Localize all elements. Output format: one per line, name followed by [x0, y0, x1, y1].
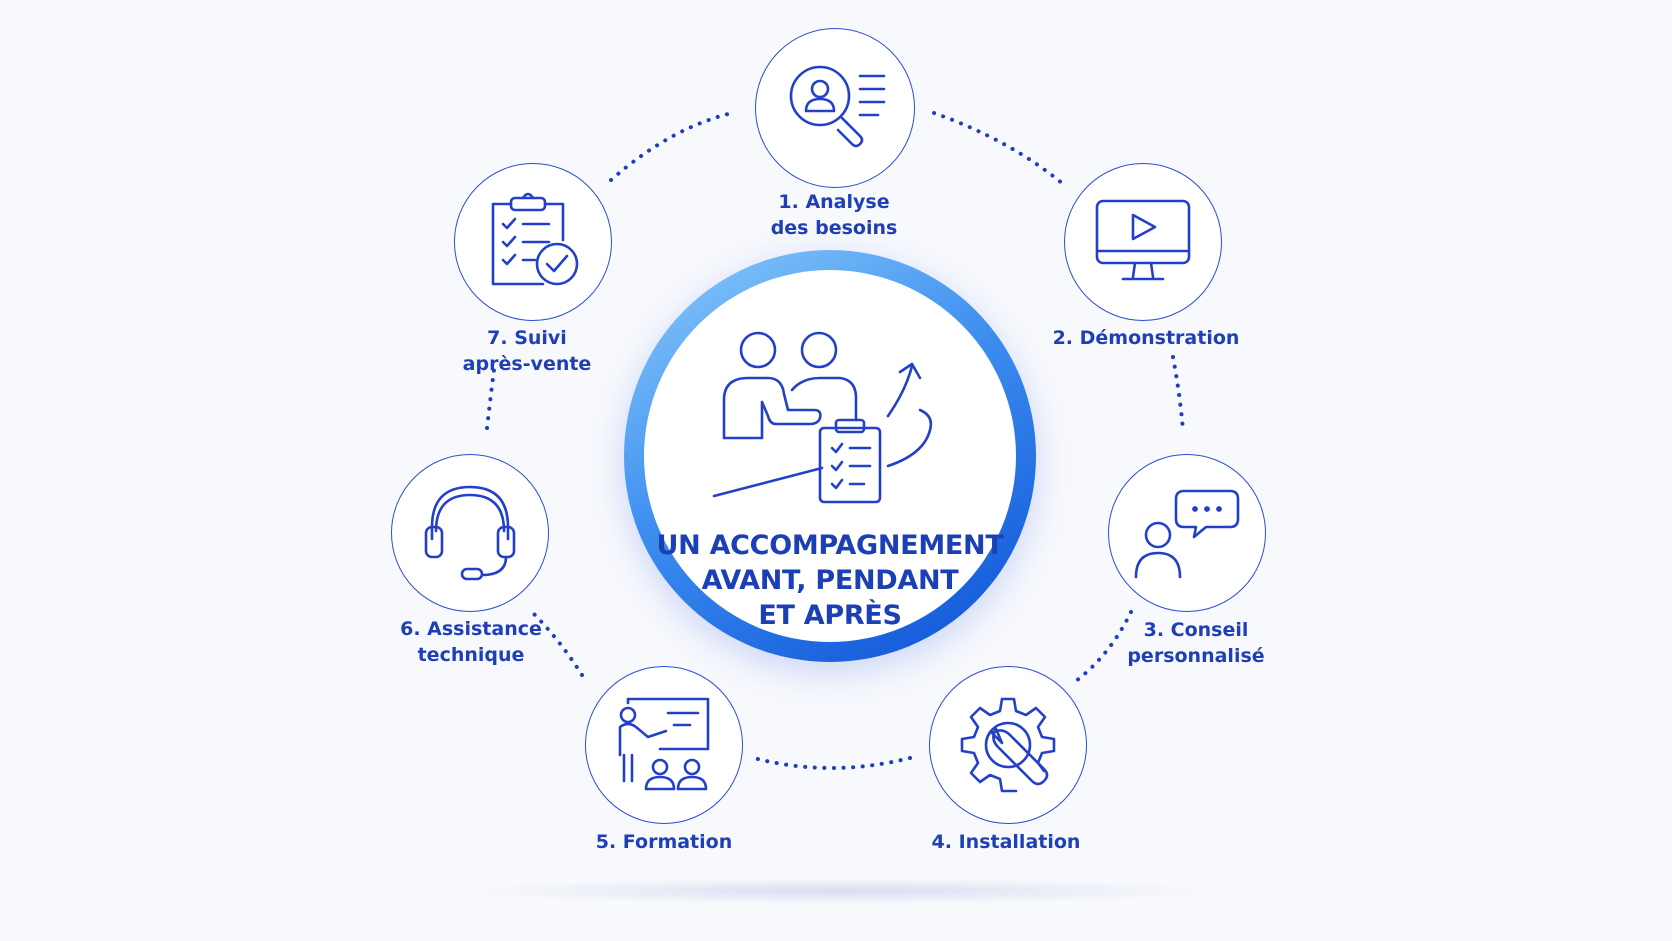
people-handshake-clipboard-icon — [712, 331, 933, 504]
presentation-board-icon — [618, 697, 710, 791]
step-circle-3 — [1108, 454, 1266, 612]
connector-3-4 — [1074, 610, 1133, 683]
connector-1-2 — [932, 111, 1065, 186]
step-label-4: 4. Installation — [931, 831, 1081, 853]
connector-4-5 — [752, 756, 912, 770]
headset-icon — [424, 485, 516, 581]
connector-7-1 — [609, 111, 734, 182]
step-circle-2 — [1064, 163, 1222, 321]
step-circle-7 — [454, 163, 612, 321]
person-speech-bubble-icon — [1134, 489, 1240, 579]
step-circle-4 — [929, 666, 1087, 824]
step-label-5: 5. Formation — [595, 831, 733, 853]
step-circle-1 — [755, 28, 915, 188]
ground-shadow — [460, 878, 1220, 904]
step-circle-5 — [585, 666, 743, 824]
connector-2-3 — [1171, 355, 1185, 432]
center-title: UN ACCOMPAGNEMENT AVANT, PENDANT ET APRÈ… — [656, 530, 1004, 631]
gear-wrench-icon — [960, 697, 1056, 793]
center-ring: UN ACCOMPAGNEMENT AVANT, PENDANT ET APRÈ… — [624, 250, 1036, 662]
clipboard-check-icon — [491, 192, 579, 286]
step-label-2: 2. Démonstration — [1052, 327, 1240, 349]
step-circle-6 — [391, 454, 549, 612]
center-circle: UN ACCOMPAGNEMENT AVANT, PENDANT ET APRÈ… — [644, 270, 1016, 642]
monitor-play-icon — [1095, 199, 1191, 281]
search-person-icon — [789, 65, 886, 148]
